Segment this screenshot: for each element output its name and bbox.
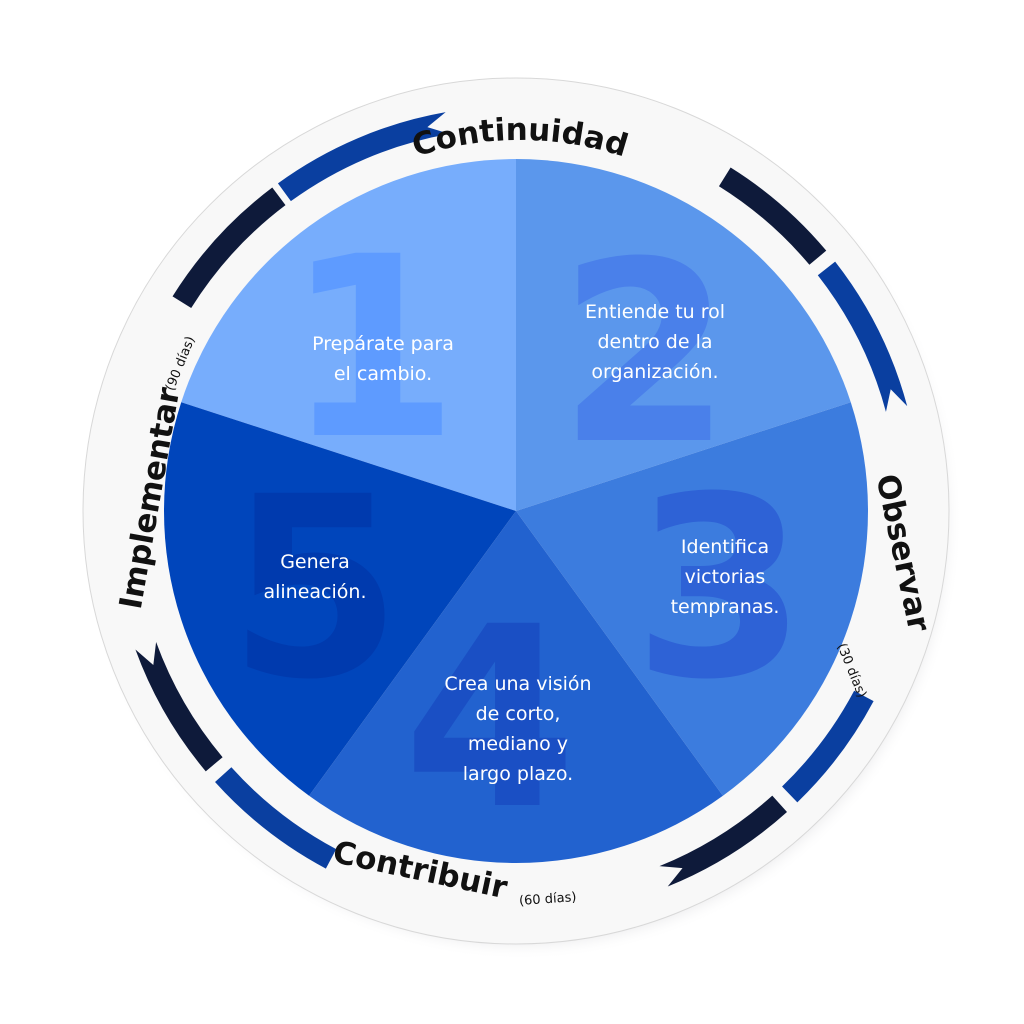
segment-wedge bbox=[181, 159, 517, 511]
cycle-arrow-segment bbox=[135, 641, 223, 772]
cycle-arrows bbox=[135, 112, 908, 887]
segment-wedge bbox=[163, 402, 516, 796]
segment-wedge bbox=[516, 159, 851, 511]
cycle-arrow-segment bbox=[718, 167, 827, 265]
segment-wedge bbox=[309, 511, 723, 864]
ring-sub-contribuir: (60 días) bbox=[519, 890, 577, 909]
cycle-arrow-segment bbox=[277, 112, 450, 202]
segment-wedge bbox=[516, 402, 868, 796]
cycle-arrow-segment bbox=[782, 690, 874, 803]
cycle-arrow-segment bbox=[172, 187, 286, 309]
segment-number: 3 bbox=[633, 443, 807, 734]
cycle-arrow-segment bbox=[215, 767, 337, 869]
segment-number: 5 bbox=[228, 443, 402, 734]
cycle-arrow-segment bbox=[817, 261, 908, 412]
cycle-arrow-segment bbox=[659, 795, 787, 887]
